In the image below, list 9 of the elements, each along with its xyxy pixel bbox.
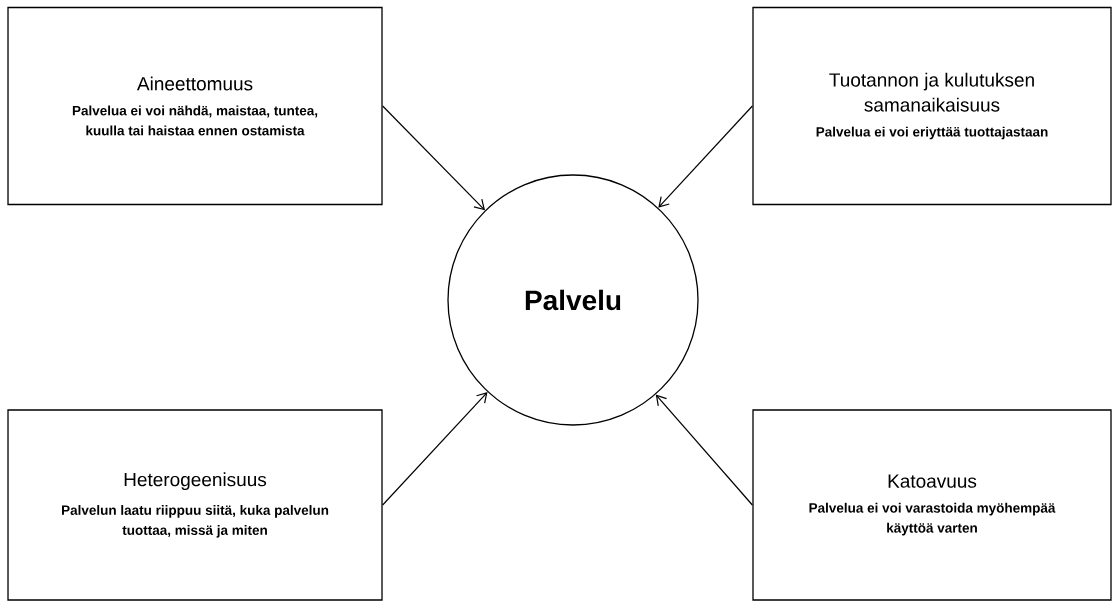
arrow [658, 105, 753, 208]
circle-node: Palvelu [447, 174, 699, 426]
text-box: Aineettomuus Palvelua ei voi nähdä, maistaa, tuntea, kuulla tai haistaa ennen ostamista [7, 6, 383, 206]
arrow [382, 105, 485, 211]
text-box: Heterogeenisuus Palvelun laatu riippuu siitä, kuka palvelun tuottaa, missä ja miten [7, 409, 383, 601]
arrow [655, 394, 753, 506]
arrow [382, 392, 488, 506]
text-box: Katoavuus Palvelua ei voi varastoida myöhempää käyttöä varten [752, 409, 1112, 601]
text-box: Tuotannon ja kulutuksen samanaikaisuus Palvelua ei voi eriyttää tuottajastaan [752, 6, 1112, 206]
